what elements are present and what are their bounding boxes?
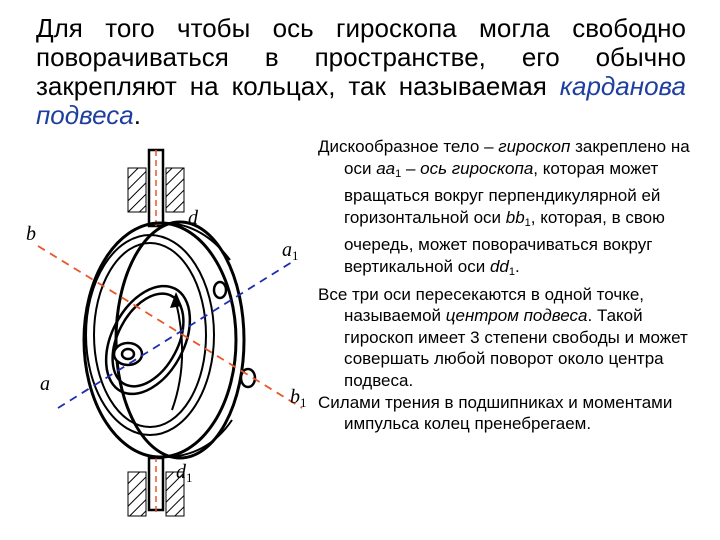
bottom-bearing [127, 456, 185, 517]
label-a1-letter: a [282, 239, 292, 261]
intro-term-cardan: карданова подвеса [36, 71, 686, 130]
desc-text: , которая, в свою очередь, может поворач… [344, 207, 665, 276]
axis-b-name: bb [505, 207, 525, 227]
intro-paragraph: Для того чтобы ось гироскопа могла свобо… [36, 14, 686, 130]
intro-text: Для того чтобы ось гироскопа могла свобо… [36, 13, 686, 101]
desc-text: Силами трения в подшипниках и моментами … [318, 392, 673, 434]
desc-text: , которая может вращаться вокруг перпенд… [344, 158, 661, 227]
description-block: Дискообразное тело – гироскоп закреплено… [318, 136, 710, 435]
axis-d-subscript: 1 [508, 265, 515, 278]
label-d1-subscript: 1 [186, 470, 193, 485]
label-d1-letter: d [176, 461, 187, 483]
axis-a-line [57, 261, 293, 409]
label-d: d [188, 207, 199, 229]
inner-gimbal-ring [85, 234, 215, 436]
label-a1: a1 [282, 239, 299, 263]
rotation-arrow [170, 292, 184, 411]
desc-text: . Такой гироскоп имеет 3 степени свободы… [344, 306, 688, 390]
desc-text: закреплено на оси [344, 137, 690, 178]
axis-b-subscript: 1 [524, 216, 531, 229]
term-gyroscope-axis: ось гироскопа [420, 158, 534, 178]
desc-text: – [401, 158, 421, 178]
description-paragraph-1: Дискообразное тело – гироскоп закреплено… [318, 136, 710, 284]
description-paragraph-2: Все три оси пересекаются в одной точке, … [318, 284, 710, 392]
term-suspension-center: центром подвеса [445, 306, 588, 326]
gyroscope-rotor [104, 284, 192, 396]
top-bearing [127, 148, 185, 228]
intro-end: . [133, 100, 142, 130]
axis-d-name: dd [489, 256, 509, 276]
gyroscope-cardan-figure: b b1 a a1 d d1 [26, 148, 307, 517]
axis-a-name: aa [376, 158, 396, 178]
label-b1-subscript: 1 [300, 395, 307, 410]
axis-b-line [37, 245, 303, 409]
label-a1-subscript: 1 [292, 248, 299, 263]
label-b: b [26, 223, 36, 245]
axis-a-subscript: 1 [395, 167, 402, 180]
label-b1-letter: b [290, 386, 300, 408]
desc-text: . [514, 256, 520, 276]
description-paragraph-3: Силами трения в подшипниках и моментами … [318, 392, 710, 435]
desc-text: Дискообразное тело – [318, 137, 499, 156]
label-b1: b1 [290, 386, 307, 410]
label-d1: d1 [176, 461, 193, 485]
term-gyroscope: гироскоп [498, 137, 571, 156]
desc-text: Все три оси пересекаются в одной точке, … [318, 284, 644, 326]
label-a: a [40, 373, 50, 395]
